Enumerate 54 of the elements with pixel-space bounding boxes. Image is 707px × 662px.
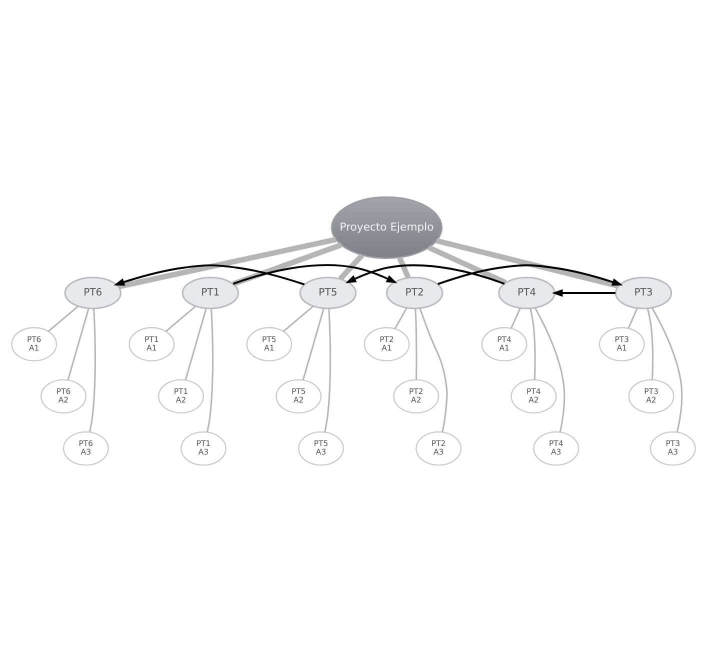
connector (88, 308, 96, 432)
node-ellipse: PT1 A2 (158, 379, 204, 414)
arrow (114, 264, 305, 286)
node-ellipse: Proyecto Ejemplo (330, 196, 443, 259)
connector (419, 308, 448, 432)
connector (436, 238, 620, 289)
connector (302, 308, 325, 380)
node-ellipse: PT1 A1 (128, 327, 175, 362)
node-ellipse: PT3 A1 (598, 327, 645, 362)
node-ellipse: PT6 A2 (40, 379, 86, 414)
connector (534, 307, 566, 432)
node-ellipse: PT2 A2 (393, 379, 440, 414)
node-ellipse: PT3 (614, 276, 672, 310)
connector (184, 308, 207, 380)
connector (628, 308, 638, 329)
connector (414, 308, 418, 380)
node-ellipse: PT1 A3 (180, 431, 226, 466)
arrow (345, 264, 505, 285)
node-ellipse: PT6 A3 (62, 431, 109, 466)
node-ellipse: PT2 A3 (416, 431, 462, 466)
arrow (438, 264, 623, 286)
node-ellipse: PT5 (299, 276, 357, 310)
node-ellipse: PT2 (386, 276, 444, 310)
node-ellipse: PT4 (498, 276, 556, 310)
connector (48, 306, 79, 332)
node-ellipse: PT4 A1 (481, 327, 528, 362)
node-ellipse: PT3 A2 (628, 379, 674, 414)
connector (165, 306, 196, 332)
node-ellipse: PT2 A1 (364, 327, 410, 362)
node-ellipse: PT5 A3 (298, 431, 344, 466)
connector (324, 308, 332, 432)
node-ellipse: PT3 A3 (650, 431, 696, 466)
connector (394, 308, 408, 330)
node-ellipse: PT6 A1 (11, 327, 58, 362)
connector (67, 308, 90, 380)
connector (206, 308, 214, 432)
connector (646, 308, 654, 380)
arrow (552, 289, 616, 297)
connector (118, 236, 336, 290)
connector (397, 256, 411, 279)
connector (428, 245, 507, 286)
arrow (232, 264, 398, 285)
connector (338, 253, 364, 281)
node-ellipse: PT5 A2 (276, 379, 322, 414)
connector (232, 242, 342, 286)
node-ellipse: PT1 (182, 276, 240, 310)
node-ellipse: PT5 A1 (246, 327, 292, 362)
connector (530, 308, 536, 380)
connector (510, 308, 521, 329)
node-ellipse: PT6 (64, 276, 122, 310)
connector (651, 307, 683, 432)
node-ellipse: PT4 A2 (510, 379, 557, 414)
node-ellipse: PT4 A3 (533, 431, 580, 466)
connector (282, 306, 314, 332)
